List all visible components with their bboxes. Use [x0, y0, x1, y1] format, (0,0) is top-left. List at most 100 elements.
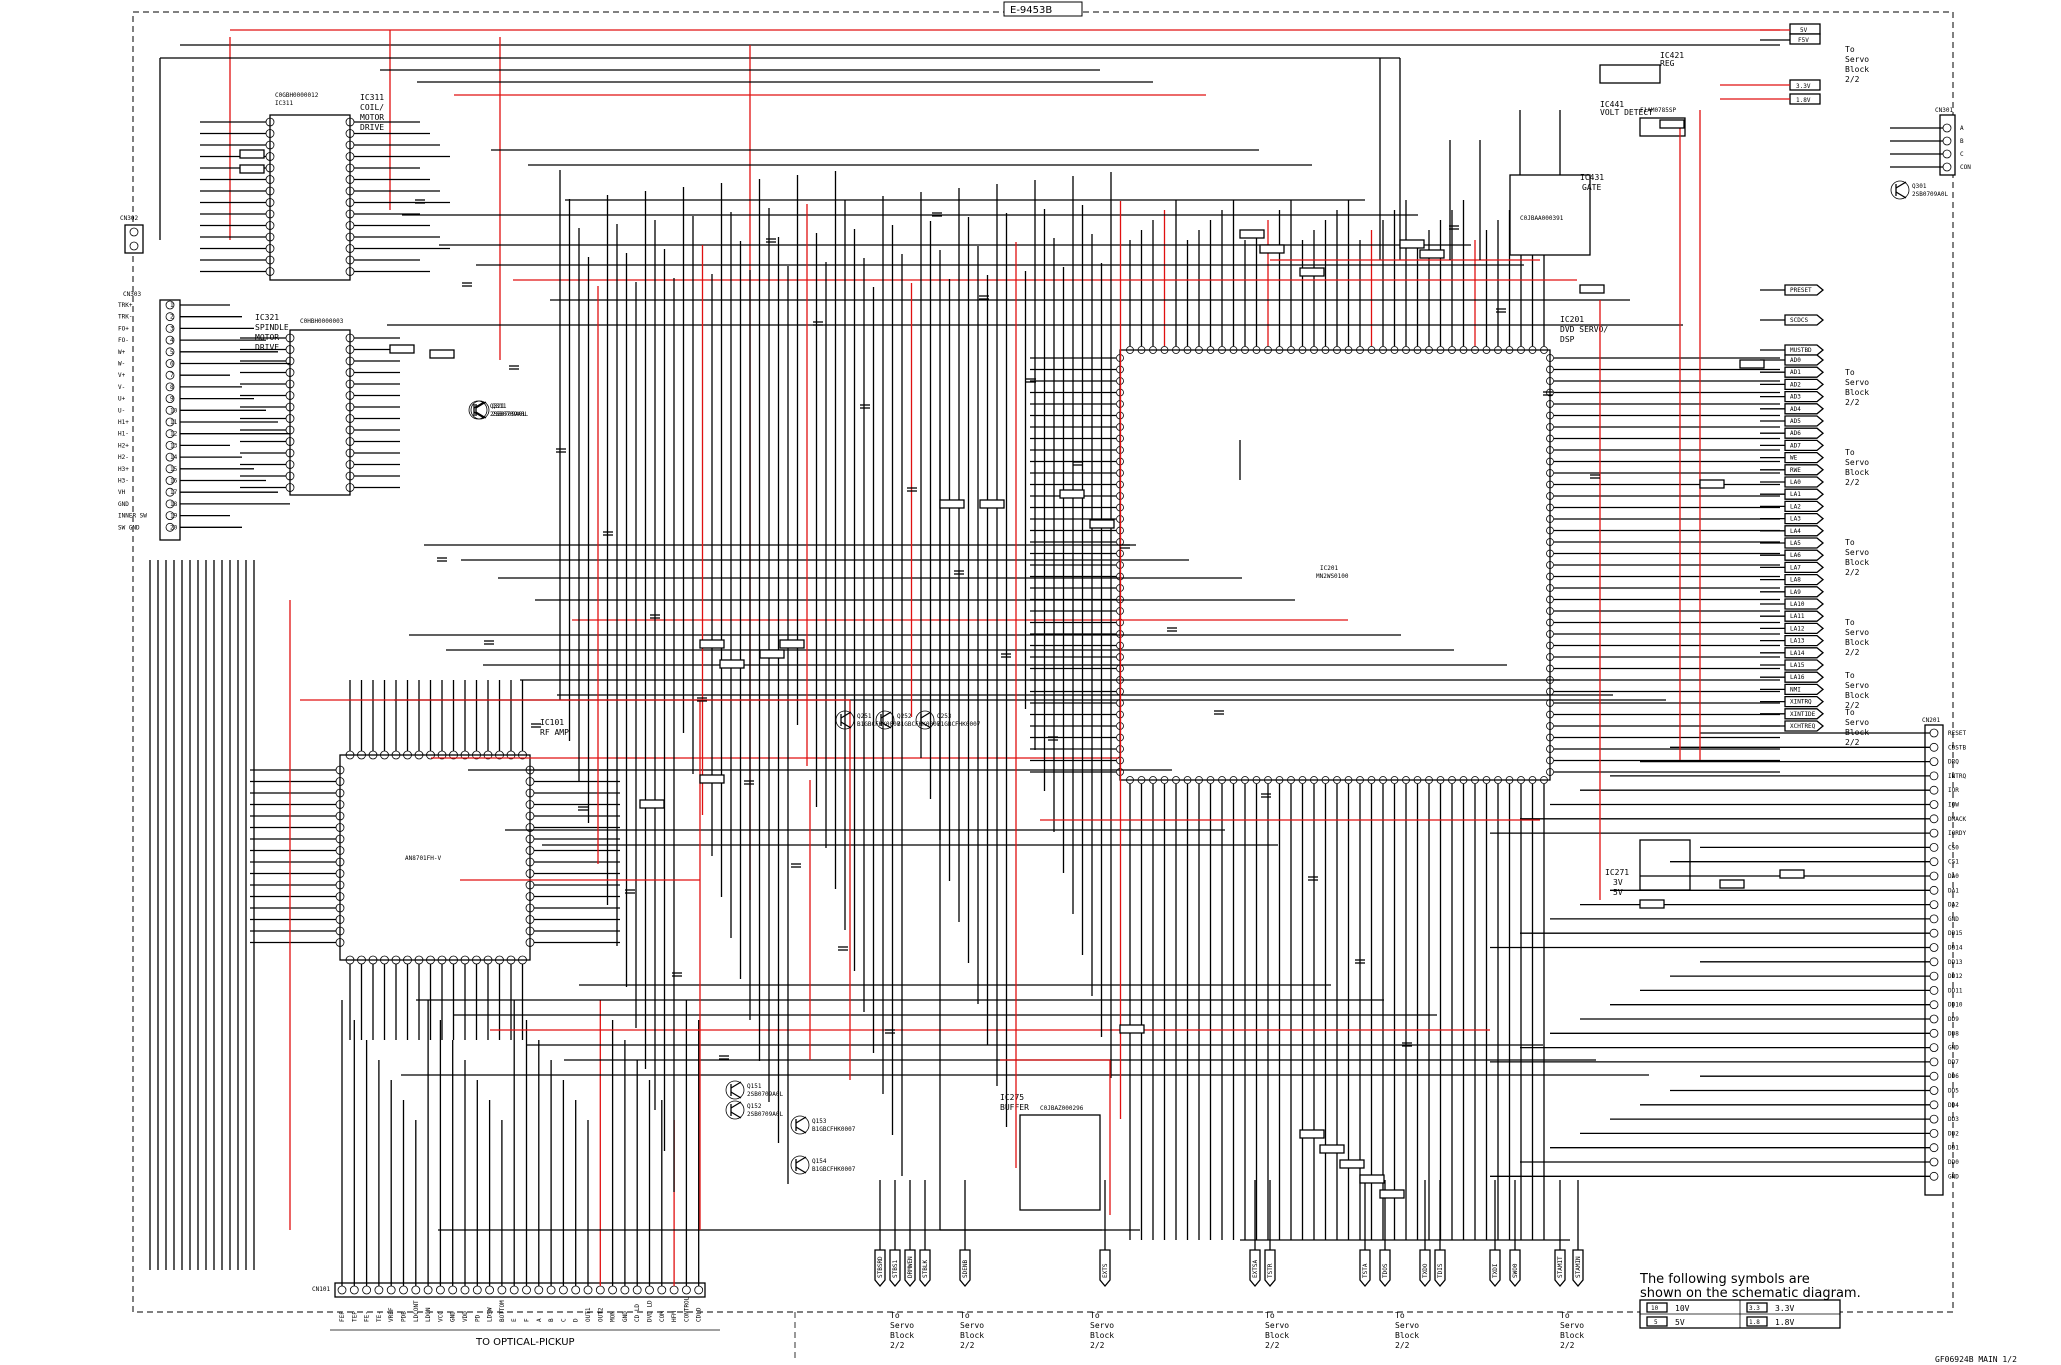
svg-text:AD3: AD3	[1790, 394, 1801, 401]
svg-text:GND: GND	[1948, 1045, 1959, 1052]
svg-text:INNER SW: INNER SW	[118, 513, 147, 520]
signal-tag: LA4	[1760, 525, 1825, 537]
bottom-signal-tag: TDIS	[1434, 1180, 1446, 1288]
svg-text:BOTTOM: BOTTOM	[499, 1300, 506, 1322]
svg-text:1.8V: 1.8V	[1796, 97, 1811, 104]
bottom-signal-tag: STAMIT	[1554, 1180, 1566, 1288]
svg-text:DD1: DD1	[1948, 1145, 1959, 1152]
svg-text:13: 13	[170, 442, 178, 449]
svg-text:E: E	[511, 1318, 518, 1322]
svg-text:EXTS: EXTS	[1102, 1263, 1109, 1278]
cn201-pin: DD14	[1490, 943, 1963, 952]
svg-text:TEP: TEP	[351, 1311, 358, 1322]
cn101-pin: A	[534, 1040, 544, 1322]
svg-text:2: 2	[170, 314, 174, 321]
svg-text:INTRQ: INTRQ	[1948, 773, 1966, 780]
svg-text:Block: Block	[1845, 638, 1869, 647]
cn101-pin: GND	[448, 1040, 458, 1322]
svg-text:DRMWEN: DRMWEN	[907, 1256, 914, 1278]
cn101-pin: FE-	[362, 1040, 372, 1322]
svg-text:STBSRD: STBSRD	[877, 1256, 884, 1278]
tag-3v3: 3.3V	[1789, 79, 1821, 91]
svg-text:DD14: DD14	[1948, 945, 1963, 952]
cn201-pin: DA1	[1610, 885, 1959, 895]
cn201-pin: DD3	[1610, 1114, 1959, 1124]
cn201-pin: INTRQ	[1610, 771, 1966, 781]
svg-text:Q251: Q251	[857, 713, 872, 720]
cn101-pin: D	[571, 1100, 581, 1322]
svg-text:DSP: DSP	[1560, 335, 1575, 344]
svg-text:Block: Block	[1395, 1331, 1419, 1340]
svg-text:LA6: LA6	[1790, 552, 1801, 559]
cn201-pin: DD15	[1520, 928, 1963, 938]
svg-text:RESET: RESET	[1948, 730, 1966, 737]
cn101-pin: COM	[657, 1100, 667, 1322]
signal-tag: LA15	[1760, 659, 1825, 671]
cn201-pin: DD4	[1640, 1100, 1959, 1110]
svg-text:H1-: H1-	[118, 431, 129, 438]
signal-tag: PRESET	[1760, 284, 1825, 296]
svg-text:H2-: H2-	[118, 454, 129, 461]
cn301-pin: A	[1890, 123, 1964, 133]
svg-text:Q311: Q311	[492, 403, 507, 410]
signal-tag: XINTRQ	[1760, 695, 1825, 708]
svg-text:IC275: IC275	[1000, 1093, 1024, 1102]
cn201-pin: DD12	[1670, 971, 1963, 981]
svg-text:LA0: LA0	[1790, 479, 1801, 486]
svg-text:DD11: DD11	[1948, 987, 1963, 994]
svg-text:CN201: CN201	[1922, 717, 1940, 724]
svg-text:CDSTB: CDSTB	[1948, 744, 1966, 751]
cn101-pin: LDON	[423, 1000, 433, 1322]
ic421-reg: IC421 REG	[1599, 51, 1684, 84]
signal-tag: NMI	[1760, 683, 1825, 696]
cn101-pin: TE-	[374, 1060, 384, 1322]
svg-text:CS0: CS0	[1948, 844, 1959, 851]
svg-text:A: A	[536, 1318, 543, 1322]
svg-text:2/2: 2/2	[960, 1341, 975, 1350]
svg-text:LA9: LA9	[1790, 589, 1801, 596]
svg-text:B: B	[548, 1318, 555, 1322]
svg-text:2/2: 2/2	[890, 1341, 905, 1350]
svg-text:COM: COM	[659, 1311, 666, 1322]
cn303-pin: 4FO-	[118, 335, 266, 345]
ic101-rf-amp: IC101 RF AMP AN8701FH-V	[339, 718, 569, 961]
cn101-pin: DVD LD	[645, 1080, 654, 1322]
svg-text:DRIVE: DRIVE	[360, 123, 384, 132]
svg-text:To: To	[1845, 708, 1855, 717]
svg-text:DRQ: DRQ	[1948, 759, 1959, 766]
svg-text:Block: Block	[960, 1331, 984, 1340]
signal-tag: AD7	[1760, 439, 1825, 452]
cn101-pin: GND	[620, 1040, 630, 1322]
svg-text:10: 10	[170, 407, 178, 414]
svg-text:DD0: DD0	[1948, 1159, 1959, 1166]
svg-text:IC201: IC201	[1560, 315, 1584, 324]
svg-text:IC421: IC421	[1660, 51, 1684, 60]
svg-text:Servo: Servo	[1265, 1321, 1289, 1330]
svg-text:REG: REG	[1660, 59, 1675, 68]
bottom-signal-tag: TSTA	[1359, 1180, 1371, 1288]
svg-text:To: To	[890, 1311, 900, 1320]
svg-text:DA1: DA1	[1948, 887, 1959, 894]
cn201-pin: DMACK	[1520, 814, 1966, 824]
svg-text:W+: W+	[118, 349, 126, 356]
signal-tag: AD4	[1760, 403, 1825, 415]
power-rails	[159, 29, 1780, 900]
svg-text:C: C	[1960, 151, 1964, 158]
cn303-pin: 7V+	[118, 370, 230, 380]
svg-text:5: 5	[1654, 1319, 1658, 1326]
svg-text:TDOS: TDOS	[1382, 1263, 1389, 1278]
svg-text:F1AM0785SP: F1AM0785SP	[1640, 107, 1677, 114]
ic311-coil-motor-drive: IC311 C0GBH0000012 IC311 COIL/ MOTOR DRI…	[269, 92, 384, 281]
